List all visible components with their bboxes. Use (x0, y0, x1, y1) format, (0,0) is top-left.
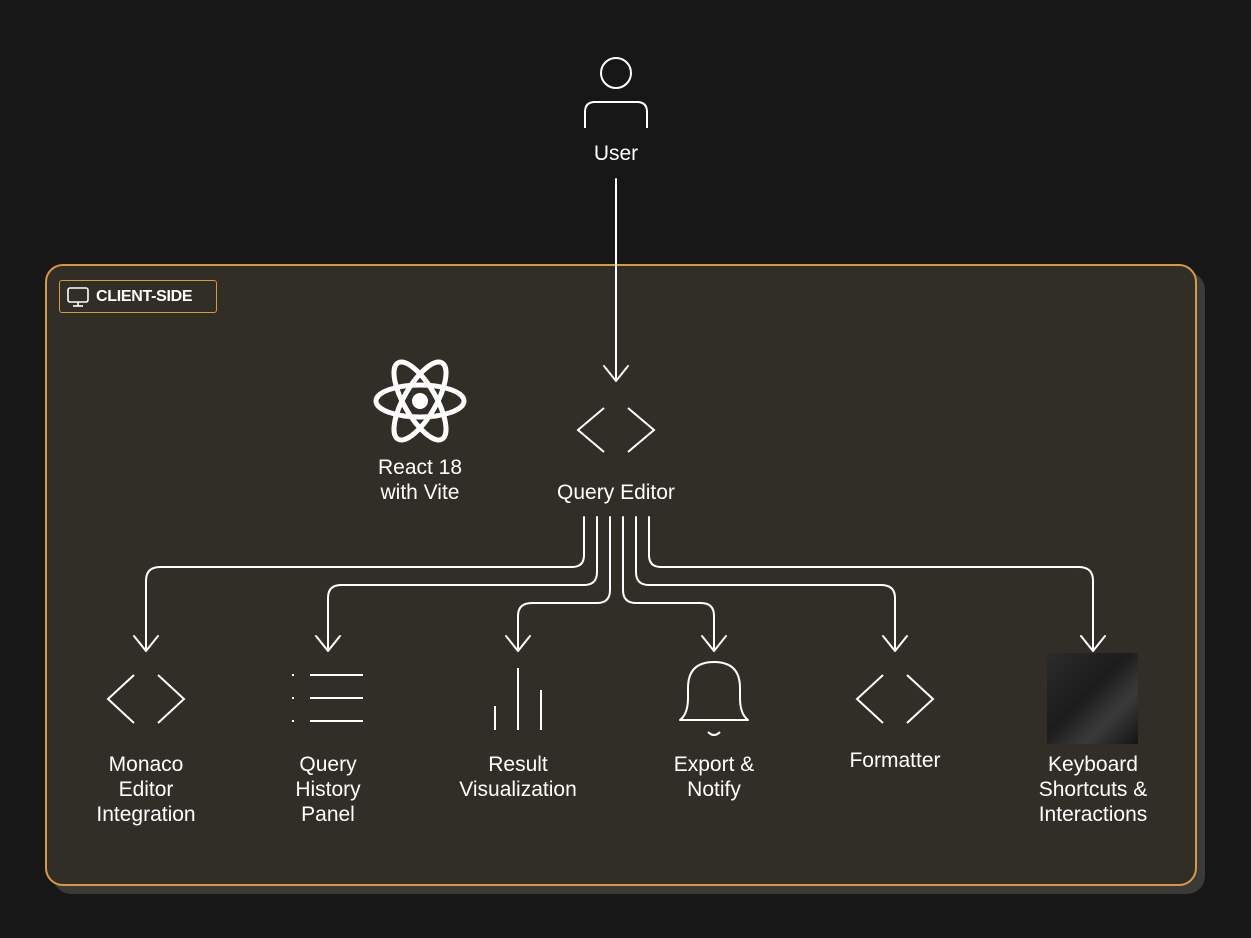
bell-icon (679, 661, 749, 736)
user-label: User (593, 142, 639, 165)
visualization-label: Result Visualization (459, 753, 577, 801)
monitor-icon (67, 286, 89, 307)
react-label: React 18 with Vite (377, 456, 463, 504)
query-editor-label: Query Editor (557, 481, 675, 504)
edge-to-export (622, 516, 727, 652)
edge-to-monaco (133, 516, 585, 652)
keyboard-label: Keyboard Shortcuts & Interactions (1038, 753, 1148, 826)
edge-to-history (315, 516, 598, 652)
dark-square-icon (1047, 653, 1138, 744)
code-icon (576, 407, 656, 453)
group-label-text: CLIENT-SIDE (96, 287, 193, 305)
history-label: Query History Panel (295, 753, 361, 826)
monaco-label: Monaco Editor Integration (96, 753, 196, 826)
code-icon (855, 674, 935, 724)
edge-user-to-query-editor (603, 178, 629, 382)
user-icon (584, 57, 648, 128)
code-icon (106, 674, 186, 724)
export-label: Export & Notify (673, 753, 755, 801)
list-icon (292, 674, 363, 722)
formatter-label: Formatter (849, 749, 941, 772)
client-side-group (45, 264, 1197, 886)
group-label: CLIENT-SIDE (59, 280, 217, 313)
edge-to-keyboard (648, 516, 1106, 652)
react-icon (373, 359, 467, 443)
edge-to-visualization (505, 516, 611, 652)
bar-chart-icon (494, 668, 542, 730)
edge-to-formatter (635, 516, 908, 652)
